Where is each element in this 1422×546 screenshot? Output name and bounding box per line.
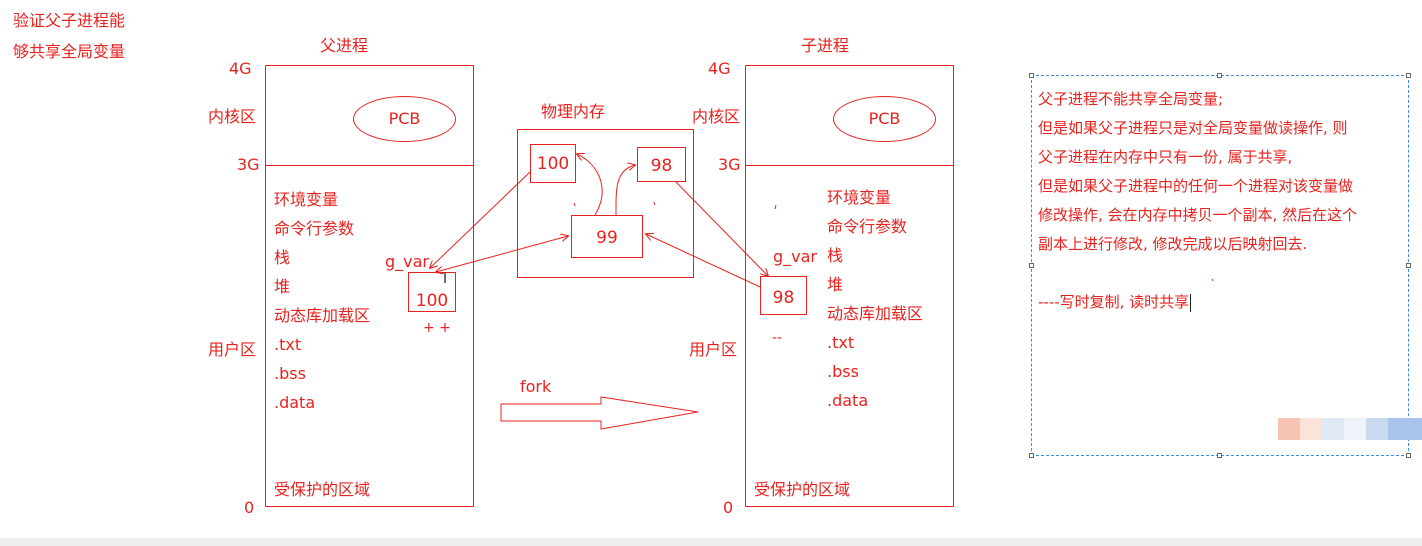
resize-handle-tl[interactable]: [1029, 73, 1034, 78]
text-caret: [1190, 293, 1192, 312]
stray-mark: [1211, 278, 1214, 282]
note-textbox[interactable]: 父子进程不能共享全局变量; 但是如果父子进程只是对全局变量做读操作, 则 父子进…: [1029, 73, 1411, 458]
child-segment-args: 命令行参数: [827, 217, 908, 236]
text-cursor-icon: I: [443, 271, 448, 287]
fork-arrow: [500, 396, 699, 430]
parent-segment-shlib: 动态库加载区: [274, 306, 371, 325]
memory-cell-100: 100: [530, 144, 576, 183]
parent-kernel-label: 内核区: [208, 107, 257, 126]
memory-cell-99-value: 99: [596, 228, 618, 248]
child-protected-area: 受保护的区域: [754, 480, 851, 499]
note-line: 副本上进行修改, 修改完成以后映射回去.: [1038, 235, 1308, 253]
note-line: [1038, 259, 1357, 288]
diagram-title-line-1: 验证父子进程能: [13, 11, 126, 30]
physical-memory-label: 物理内存: [541, 102, 606, 121]
arrow-99-to-100: [577, 154, 603, 216]
child-segment-data: .data: [827, 391, 869, 410]
child-segment-text: .txt: [827, 333, 855, 352]
physical-memory-box: [517, 129, 694, 278]
child-kernel-label: 内核区: [692, 107, 741, 126]
parent-segment-heap: 堆: [274, 277, 291, 296]
child-segment-list: 环境变量 命令行参数 栈 堆 动态库加载区 .txt .bss .data: [827, 183, 923, 415]
child-segment-env: 环境变量: [827, 188, 892, 207]
note-line: 但是如果父子进程中的任何一个进程对该变量做: [1038, 177, 1354, 195]
blurred-overlay: [1278, 418, 1422, 440]
resize-handle-ml[interactable]: [1029, 263, 1034, 268]
child-pcb: PCB: [833, 96, 936, 142]
stray-mark: [653, 201, 656, 206]
parent-addr-0: 0: [244, 498, 255, 517]
arrow-parent-to-100: [430, 171, 531, 268]
memory-cell-99: 99: [571, 215, 643, 258]
parent-var-increment: + +: [423, 320, 451, 336]
parent-segment-stack: 栈: [274, 248, 291, 267]
memory-cell-98-value: 98: [650, 156, 673, 176]
child-var-name: g_var: [773, 247, 818, 266]
resize-handle-bm[interactable]: [1217, 453, 1222, 458]
parent-var-value: 100: [415, 291, 449, 311]
resize-handle-br[interactable]: [1406, 453, 1411, 458]
parent-addr-3g: 3G: [237, 155, 260, 174]
child-kernel-divider: [746, 165, 953, 166]
resize-handle-bl[interactable]: [1029, 453, 1034, 458]
parent-process-label: 父进程: [320, 36, 369, 55]
parent-segment-data: .data: [274, 393, 316, 412]
arrow-child-to-99: [646, 234, 761, 288]
parent-segment-list: 环境变量 命令行参数 栈 堆 动态库加载区 .txt .bss .data: [274, 185, 370, 417]
stray-mark: [573, 202, 576, 207]
child-segment-heap: 堆: [827, 275, 844, 294]
child-address-space: PCB 环境变量 命令行参数 栈 堆 动态库加载区 .txt .bss .dat…: [745, 65, 954, 507]
note-line: 修改操作, 会在内存中拷贝一个副本, 然后在这个: [1038, 206, 1358, 224]
parent-segment-args: 命令行参数: [274, 219, 355, 238]
stray-mark: [774, 204, 777, 210]
child-user-label: 用户区: [689, 340, 738, 359]
note-line: 父子进程在内存中只有一份, 属于共享,: [1038, 148, 1293, 166]
arrow-98-to-child: [675, 181, 768, 276]
memory-cell-100-value: 100: [536, 154, 570, 174]
parent-protected-area: 受保护的区域: [274, 480, 371, 499]
parent-segment-text: .txt: [274, 335, 302, 354]
child-addr-0: 0: [723, 498, 734, 517]
memory-cell-98: 98: [637, 147, 686, 182]
note-line-last: ----写时复制, 读时共享: [1038, 288, 1357, 317]
fork-label: fork: [520, 377, 552, 396]
child-process-label: 子进程: [801, 36, 850, 55]
child-var-value: 98: [772, 288, 795, 308]
note-text[interactable]: 父子进程不能共享全局变量; 但是如果父子进程只是对全局变量做读操作, 则 父子进…: [1038, 85, 1357, 317]
parent-pcb-label: PCB: [388, 109, 421, 128]
diagram-title-line-2: 够共享全局变量: [13, 42, 126, 61]
parent-var-name: g_var: [385, 252, 430, 271]
child-segment-shlib: 动态库加载区: [827, 304, 924, 323]
child-addr-3g: 3G: [718, 155, 741, 174]
parent-addr-4g: 4G: [229, 59, 252, 78]
parent-user-label: 用户区: [208, 340, 257, 359]
child-pcb-label: PCB: [868, 109, 901, 128]
resize-handle-tm[interactable]: [1217, 73, 1222, 78]
note-line-last-text: ----写时复制, 读时共享: [1038, 293, 1190, 311]
bottom-scroll-bar[interactable]: [0, 538, 1422, 546]
arrow-99-to-98: [615, 165, 635, 216]
child-segment-bss: .bss: [827, 362, 859, 381]
parent-address-space: PCB 环境变量 命令行参数 栈 堆 动态库加载区 .txt .bss .dat…: [265, 65, 474, 507]
parent-var-cell: 100: [408, 272, 456, 312]
child-segment-stack: 栈: [827, 246, 844, 265]
child-var-cell: 98: [760, 276, 807, 315]
arrow-parent-99: [436, 236, 568, 272]
parent-kernel-divider: [266, 165, 473, 166]
child-addr-4g: 4G: [708, 59, 731, 78]
note-line: 父子进程不能共享全局变量;: [1038, 90, 1224, 108]
parent-segment-bss: .bss: [274, 364, 306, 383]
resize-handle-tr[interactable]: [1406, 73, 1411, 78]
parent-pcb: PCB: [353, 96, 456, 142]
resize-handle-mr[interactable]: [1406, 263, 1411, 268]
child-var-decrement: --: [772, 330, 783, 346]
parent-segment-env: 环境变量: [274, 190, 339, 209]
note-line: 但是如果父子进程只是对全局变量做读操作, 则: [1038, 119, 1348, 137]
